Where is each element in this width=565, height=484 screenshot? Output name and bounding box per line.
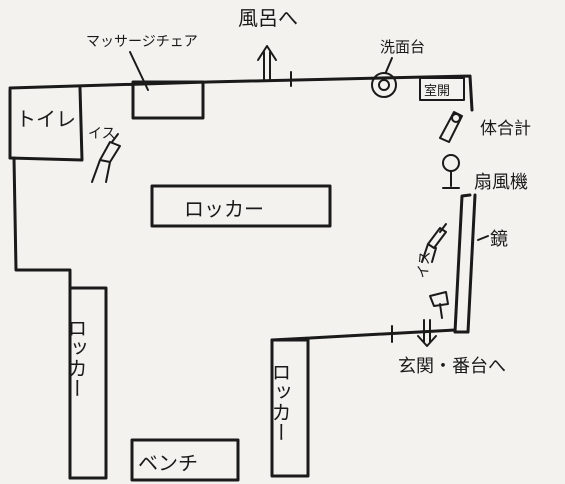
scale-label: 体合計	[480, 119, 531, 139]
chair-left-icon	[91, 133, 121, 183]
locker-center-label: ロッカー	[184, 197, 264, 221]
locker-left-box	[68, 286, 108, 480]
toilet-label: トイレ	[16, 107, 76, 131]
mirror-pointer	[477, 235, 489, 241]
fan-stand	[442, 170, 460, 189]
shelf-label: 室開	[424, 83, 450, 99]
to-entrance-label: 玄関・番台へ	[398, 356, 506, 377]
scale-dial	[451, 113, 461, 123]
to-bath-label: 風呂へ	[238, 6, 298, 30]
washbasin-pointer	[385, 57, 393, 73]
washbasin-icon	[371, 72, 397, 98]
scale-icon	[439, 111, 463, 143]
massage-chair-label: マッサージチェア	[86, 34, 198, 50]
left-wall	[12, 156, 72, 480]
bench-label: ベンチ	[138, 451, 198, 475]
locker-center-box	[150, 184, 332, 228]
shelf-box	[419, 77, 465, 101]
bench-box	[130, 438, 240, 482]
chair-right-label: イス	[415, 250, 433, 279]
massage-chair-pointer	[129, 51, 149, 91]
locker-right-label: ロッカー	[268, 362, 292, 442]
locker-left-label: ロッカー	[64, 318, 88, 398]
to-entrance-arrow	[417, 319, 437, 347]
washbasin-label: 洗面台	[380, 38, 425, 56]
chair-left-label: イス	[88, 126, 116, 142]
locker-right-box	[270, 338, 310, 478]
toilet-room	[8, 86, 84, 162]
to-bath-arrow	[257, 45, 277, 81]
hair-dryer-icon	[429, 291, 449, 319]
outer-wall	[8, 74, 474, 160]
right-wall	[453, 193, 477, 334]
fan-head-icon	[442, 154, 460, 172]
mirror-label: 鏡	[490, 229, 508, 250]
fan-label: 扇風機	[474, 172, 528, 193]
chair-right-icon	[421, 223, 447, 263]
massage-chair-box	[131, 80, 205, 120]
washbasin-drain	[378, 79, 390, 91]
